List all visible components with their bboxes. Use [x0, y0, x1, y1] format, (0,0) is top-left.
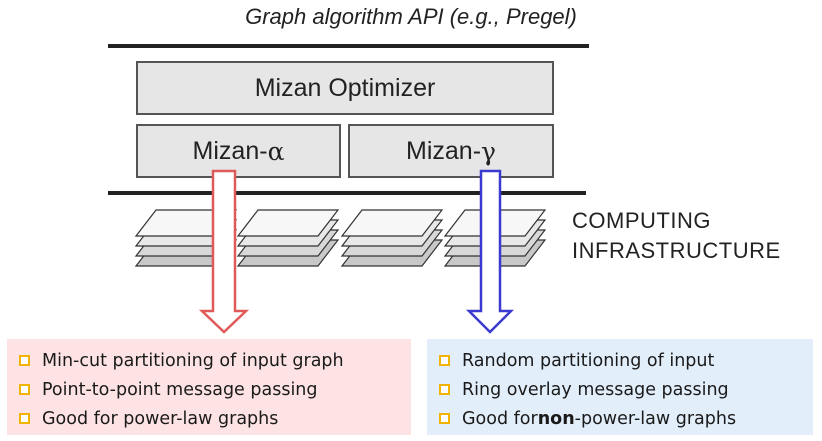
gamma-item-2: Ring overlay message passing	[439, 375, 813, 404]
square-bullet-icon	[439, 384, 450, 395]
square-bullet-icon	[19, 384, 30, 395]
infrastructure-divider	[108, 191, 586, 195]
alpha-properties-panel: Min-cut partitioning of input graph Poin…	[7, 339, 411, 435]
alpha-item-2: Point-to-point message passing	[19, 375, 411, 404]
stacked-layers-icon	[134, 209, 238, 267]
gamma-item-text-post: -power-law graphs	[574, 408, 737, 429]
infrastructure-label: COMPUTING INFRASTRUCTURE	[572, 206, 781, 266]
alpha-symbol: α	[267, 136, 285, 166]
gamma-item-text-bold: non	[537, 408, 575, 429]
stacked-layers-icon	[236, 209, 340, 267]
gamma-arrow-icon	[465, 169, 515, 334]
alpha-item-3: Good for power-law graphs	[19, 404, 411, 433]
gamma-prefix: Mizan-	[406, 136, 482, 165]
api-label: Graph algorithm API (e.g., Pregel)	[245, 4, 577, 29]
mizan-gamma-box: Mizan-γ	[348, 124, 554, 178]
api-divider	[108, 44, 589, 48]
alpha-item-1: Min-cut partitioning of input graph	[19, 346, 411, 375]
alpha-item-text: Good for power-law graphs	[42, 408, 279, 429]
infrastructure-line-2: INFRASTRUCTURE	[572, 238, 781, 263]
square-bullet-icon	[439, 355, 450, 366]
square-bullet-icon	[439, 413, 450, 424]
layer-sheet	[340, 209, 444, 237]
mizan-optimizer-box: Mizan Optimizer	[136, 61, 554, 115]
alpha-prefix: Mizan-	[192, 136, 268, 165]
gamma-item-1: Random partitioning of input	[439, 346, 813, 375]
square-bullet-icon	[19, 355, 30, 366]
gamma-item-text: Ring overlay message passing	[462, 379, 729, 400]
infrastructure-line-1: COMPUTING	[572, 208, 711, 233]
mizan-alpha-box: Mizan-α	[136, 124, 341, 178]
gamma-item-text: Random partitioning of input	[462, 350, 715, 371]
alpha-item-text: Point-to-point message passing	[42, 379, 318, 400]
gamma-item-3: Good for non-power-law graphs	[439, 404, 813, 433]
optimizer-label: Mizan Optimizer	[254, 73, 436, 102]
gamma-properties-panel: Random partitioning of input Ring overla…	[427, 339, 813, 435]
alpha-arrow-icon	[198, 169, 250, 334]
layer-sheet	[236, 209, 340, 237]
square-bullet-icon	[19, 413, 30, 424]
gamma-item-text-pre: Good for	[462, 408, 538, 429]
stacked-layers-icon	[340, 209, 444, 267]
alpha-item-text: Min-cut partitioning of input graph	[42, 350, 344, 371]
gamma-symbol: γ	[481, 136, 496, 166]
